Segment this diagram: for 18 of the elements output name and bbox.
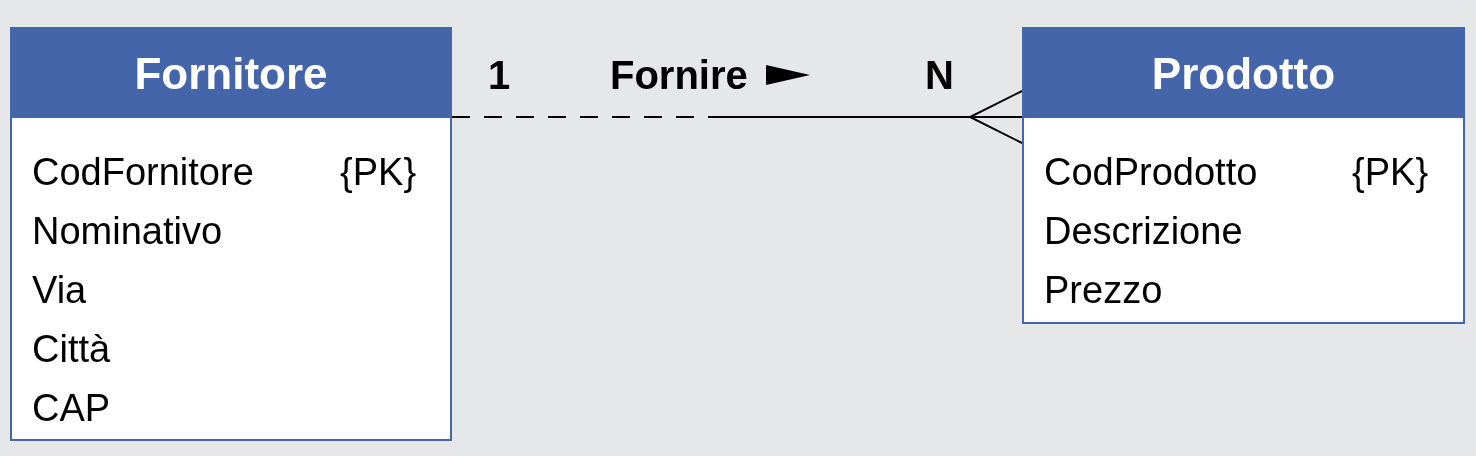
attribute-name: CodProdotto — [1044, 152, 1259, 191]
key-marker: {PK} — [340, 152, 417, 191]
attribute-name: Nominativo — [32, 211, 224, 250]
entity-box — [10, 27, 452, 441]
key-marker: {PK} — [1352, 152, 1429, 191]
attribute-name: Prezzo — [1044, 270, 1164, 309]
attribute-name: CAP — [32, 388, 112, 427]
cardinality-label: 1 — [488, 55, 511, 95]
attribute-name: Descrizione — [1044, 211, 1244, 250]
cardinality-label: N — [925, 55, 954, 95]
attribute-name: Città — [32, 329, 112, 368]
entity-name: Fornitore — [134, 51, 328, 96]
attribute-name: Via — [32, 270, 88, 309]
entity-name: Prodotto — [1151, 51, 1336, 96]
entity-box — [1022, 27, 1465, 324]
edge-label: Fornire — [610, 55, 748, 95]
attribute-name: CodFornitore — [32, 152, 255, 191]
relationship-line — [451, 90, 1023, 144]
